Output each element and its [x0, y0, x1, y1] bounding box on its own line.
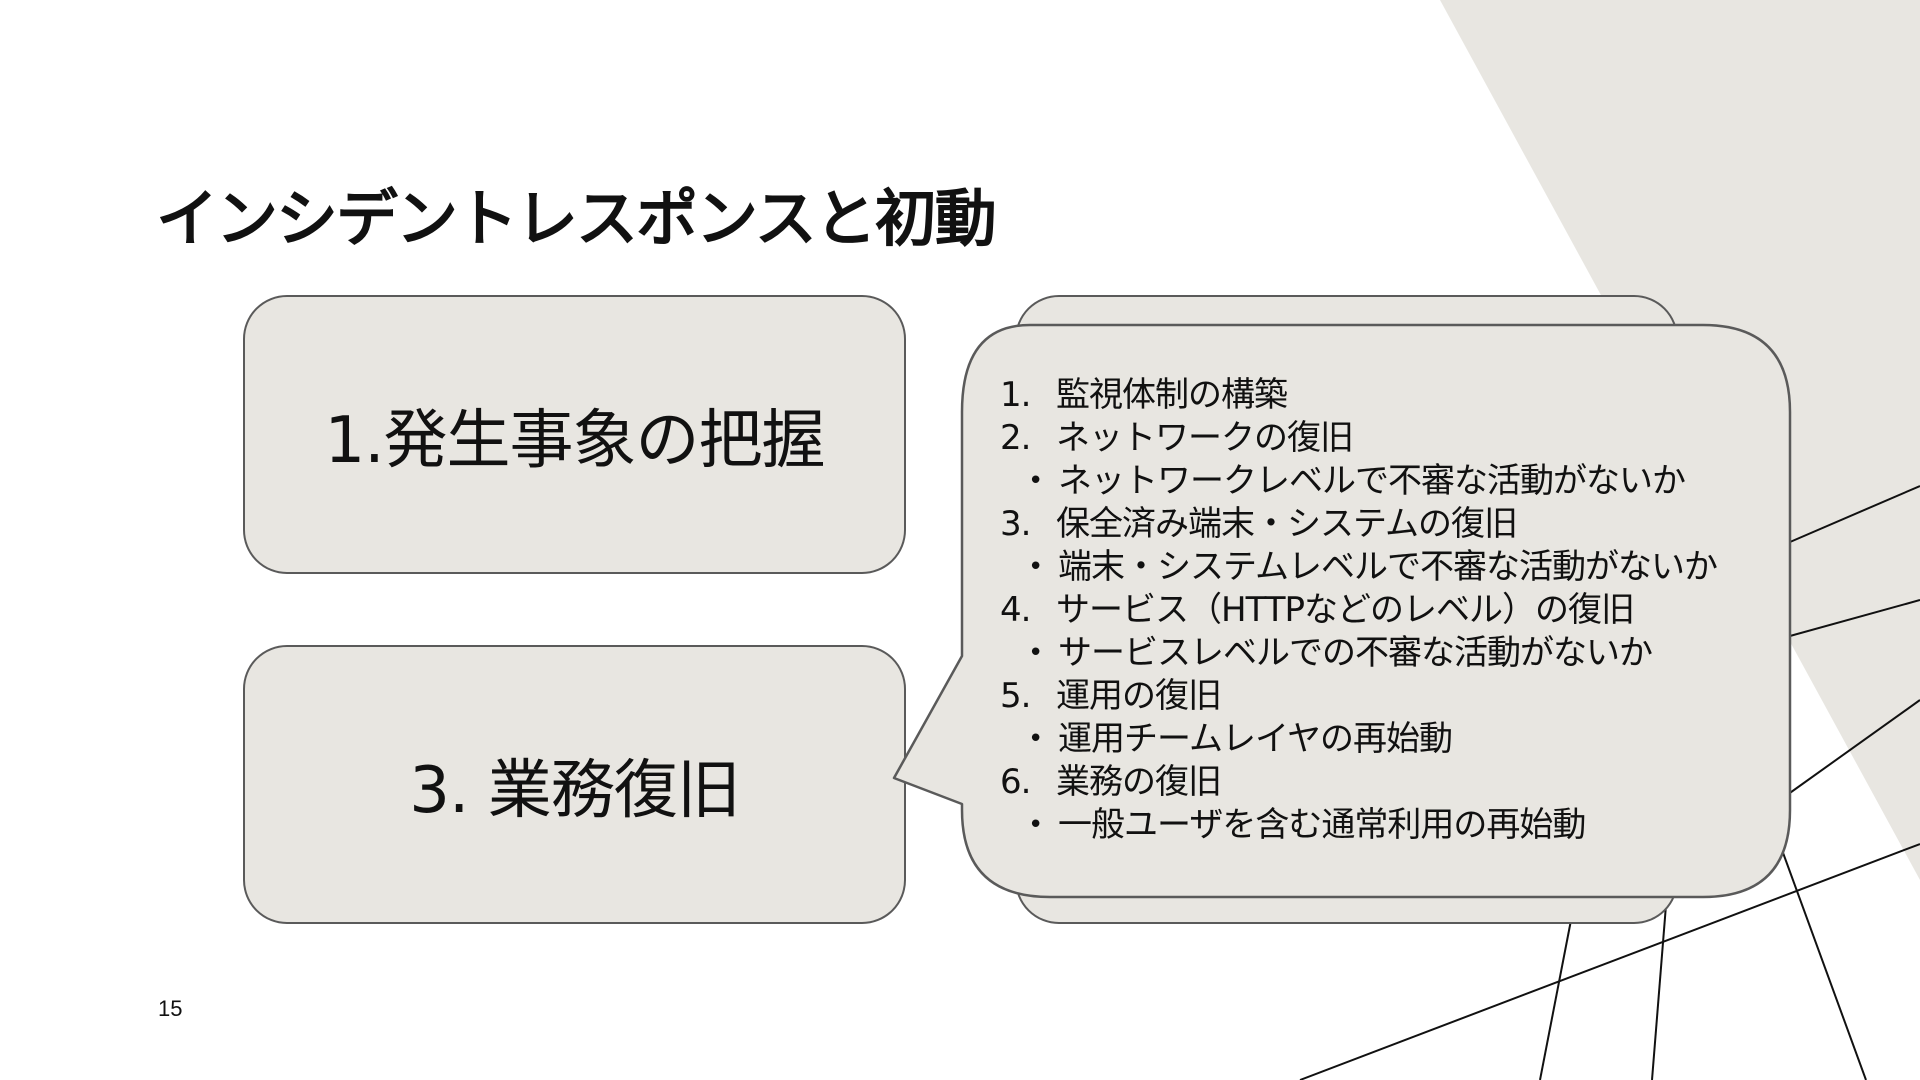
callout-content: 1. 監視体制の構築 2. ネットワークの復旧 • ネットワークレベルで不審な活…: [1000, 374, 1760, 847]
recovery-step: 4. サービス（HTTPなどのレベル）の復旧 • サービスレベルでの不審な活動が…: [1000, 589, 1760, 675]
step-sub-row: • 一般ユーザを含む通常利用の再始動: [1000, 804, 1760, 847]
recovery-step-row: 4. サービス（HTTPなどのレベル）の復旧: [1000, 589, 1760, 632]
slide-title: インシデントレスポンスと初動: [156, 181, 997, 255]
step-sub-text: ネットワークレベルで不審な活動がないか: [1058, 461, 1686, 501]
decorative-lines: [1299, 485, 1920, 1080]
recovery-step: 2. ネットワークの復旧 • ネットワークレベルで不審な活動がないか: [1000, 417, 1760, 503]
step-text: 監視体制の構築: [1056, 375, 1288, 415]
recovery-step-row: 1. 監視体制の構築: [1000, 374, 1760, 417]
recovery-step: 3. 保全済み端末・システムの復旧 • 端末・システムレベルで不審な活動がないか: [1000, 503, 1760, 589]
page-number: 15: [158, 996, 183, 1021]
step-text: 運用の復旧: [1056, 676, 1222, 716]
step-sub-row: • サービスレベルでの不審な活動がないか: [1000, 632, 1760, 675]
step-sub-row: • 端末・システムレベルで不審な活動がないか: [1000, 546, 1760, 589]
step-number: 3.: [1000, 504, 1031, 544]
step-sub-text: 端末・システムレベルで不審な活動がないか: [1058, 547, 1718, 587]
recovery-step: 5. 運用の復旧 • 運用チームレイヤの再始動: [1000, 675, 1760, 761]
step-sub-text: 運用チームレイヤの再始動: [1058, 719, 1453, 759]
step-text: 保全済み端末・システムの復旧: [1056, 504, 1518, 544]
step-sub-row: • 運用チームレイヤの再始動: [1000, 718, 1760, 761]
callout-bubble: [892, 323, 1792, 899]
step-text: ネットワークの復旧: [1056, 418, 1354, 458]
recovery-step-row: 2. ネットワークの復旧: [1000, 417, 1760, 460]
recovery-step-list: 1. 監視体制の構築 2. ネットワークの復旧 • ネットワークレベルで不審な活…: [1000, 374, 1760, 847]
bullet-icon: •: [1028, 724, 1043, 754]
step-number: 6.: [1000, 762, 1031, 802]
step-sub-text: サービスレベルでの不審な活動がないか: [1058, 633, 1653, 673]
bullet-icon: •: [1028, 552, 1043, 582]
step-box-1: 1.発生事象の把握: [243, 295, 906, 574]
step-number: 5.: [1000, 676, 1031, 716]
step-box-3-label: 3. 業務復旧: [409, 753, 740, 828]
step-sub-row: • ネットワークレベルで不審な活動がないか: [1000, 460, 1760, 503]
step-number: 4.: [1000, 590, 1031, 630]
step-number: 1.: [1000, 375, 1031, 415]
recovery-step: 1. 監視体制の構築: [1000, 374, 1760, 417]
recovery-step-row: 6. 業務の復旧: [1000, 761, 1760, 804]
step-box-1-label: 1.発生事象の把握: [324, 403, 825, 478]
bullet-icon: •: [1028, 466, 1043, 496]
bullet-icon: •: [1028, 810, 1043, 840]
bullet-icon: •: [1028, 638, 1043, 668]
recovery-step-row: 5. 運用の復旧: [1000, 675, 1760, 718]
step-text: サービス（HTTPなどのレベル）の復旧: [1056, 590, 1635, 630]
step-number: 2.: [1000, 418, 1031, 458]
step-text: 業務の復旧: [1056, 762, 1222, 802]
step-box-3: 3. 業務復旧: [243, 645, 906, 924]
step-sub-text: 一般ユーザを含む通常利用の再始動: [1058, 805, 1586, 845]
recovery-step: 6. 業務の復旧 • 一般ユーザを含む通常利用の再始動: [1000, 761, 1760, 847]
recovery-step-row: 3. 保全済み端末・システムの復旧: [1000, 503, 1760, 546]
